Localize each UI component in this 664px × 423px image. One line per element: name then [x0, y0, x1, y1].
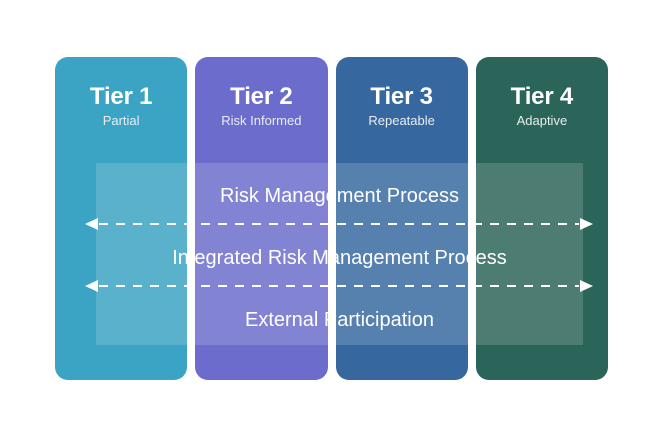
tier-subtitle: Partial — [102, 113, 140, 129]
double-arrow-icon — [85, 218, 593, 230]
risk-management-process-arrow — [85, 217, 593, 231]
tier-title: Tier 3 — [370, 83, 433, 110]
tier-card-2[interactable]: Tier 2 Risk Informed — [195, 57, 328, 380]
tier-subtitle: Repeatable — [368, 113, 435, 129]
tier-subtitle: Risk Informed — [221, 113, 302, 129]
tier-card-4[interactable]: Tier 4 Adaptive — [475, 57, 608, 380]
double-arrow-icon — [85, 280, 593, 292]
tier-card-1[interactable]: Tier 1 Partial — [55, 57, 188, 380]
integrated-risk-management-process-arrow — [85, 279, 593, 293]
tier-card-3[interactable]: Tier 3 Repeatable — [335, 57, 468, 380]
tier-card-row: Tier 1 Partial Tier 2 Risk Informed Tier… — [55, 57, 608, 380]
tier-title: Tier 2 — [230, 83, 293, 110]
tier-title: Tier 4 — [510, 83, 574, 110]
tier-title: Tier 1 — [89, 83, 153, 110]
tier-subtitle: Adaptive — [516, 113, 568, 129]
